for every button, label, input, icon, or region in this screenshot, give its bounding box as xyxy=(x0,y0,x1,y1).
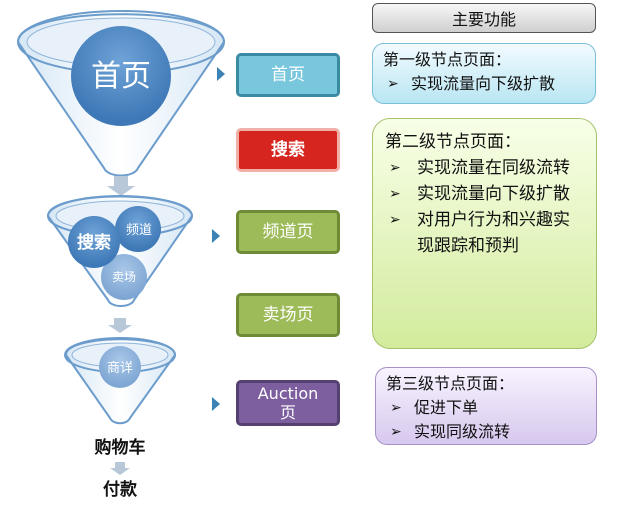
node-home-label: 首页 xyxy=(271,64,305,85)
home-circle xyxy=(71,26,171,126)
level2-title: 第二级节点页面： xyxy=(385,132,521,152)
funnel-cart-label: 购物车 xyxy=(95,437,146,458)
main-function-header: 主要功能 xyxy=(372,3,596,33)
node-auction-label-line1: Auction xyxy=(257,384,319,403)
level1-description: 第一级节点页面： 实现流量向下级扩散 xyxy=(372,43,596,104)
funnel-channel-label: 频道 xyxy=(126,223,152,238)
funnel-search-label: 搜索 xyxy=(77,232,111,253)
funnel-bottom xyxy=(64,337,177,425)
header-label: 主要功能 xyxy=(451,10,516,29)
detail-circle xyxy=(99,346,141,388)
funnel-home-label: 首页 xyxy=(91,59,151,94)
node-search-label: 搜索 xyxy=(271,139,305,160)
node-channel: 频道页 xyxy=(236,210,340,254)
node-auction-label-line2: 页 xyxy=(279,403,296,422)
level2-item: 对用户行为和兴趣实现跟踪和预判 xyxy=(385,207,584,259)
node-venue-label: 卖场页 xyxy=(262,304,314,325)
node-channel-label: 频道页 xyxy=(262,221,314,242)
level2-description: 第二级节点页面： 实现流量在同级流转 实现流量向下级扩散 对用户行为和兴趣实现跟… xyxy=(372,118,597,349)
level1-title: 第一级节点页面： xyxy=(383,50,512,69)
level3-item: 实现同级流转 xyxy=(386,420,586,444)
funnel-venue-label: 卖场 xyxy=(112,270,136,284)
pointer-right-icon xyxy=(212,229,220,243)
node-search: 搜索 xyxy=(236,128,340,172)
funnel-detail-label: 商详 xyxy=(107,361,133,376)
level2-item: 实现流量在同级流转 xyxy=(385,155,584,181)
node-auction: Auction 页 xyxy=(236,380,340,426)
funnel-top xyxy=(16,10,226,177)
funnel-middle xyxy=(46,195,194,307)
venue-circle xyxy=(101,254,147,300)
channel-circle xyxy=(115,206,161,252)
level3-description: 第三级节点页面： 促进下单 实现同级流转 xyxy=(375,367,597,445)
down-arrow-icon xyxy=(107,176,135,196)
pointer-right-icon xyxy=(217,67,225,81)
level3-title: 第三级节点页面： xyxy=(386,374,515,393)
level1-item: 实现流量向下级扩散 xyxy=(383,72,585,96)
node-venue: 卖场页 xyxy=(236,293,340,337)
node-home: 首页 xyxy=(236,53,340,97)
level3-item: 促进下单 xyxy=(386,396,586,420)
down-arrow-icon xyxy=(110,462,130,475)
down-arrow-icon xyxy=(108,318,132,333)
search-circle xyxy=(68,216,120,268)
funnel-pay-label: 付款 xyxy=(103,479,138,500)
level2-item: 实现流量向下级扩散 xyxy=(385,181,584,207)
pointer-right-icon xyxy=(212,397,220,411)
